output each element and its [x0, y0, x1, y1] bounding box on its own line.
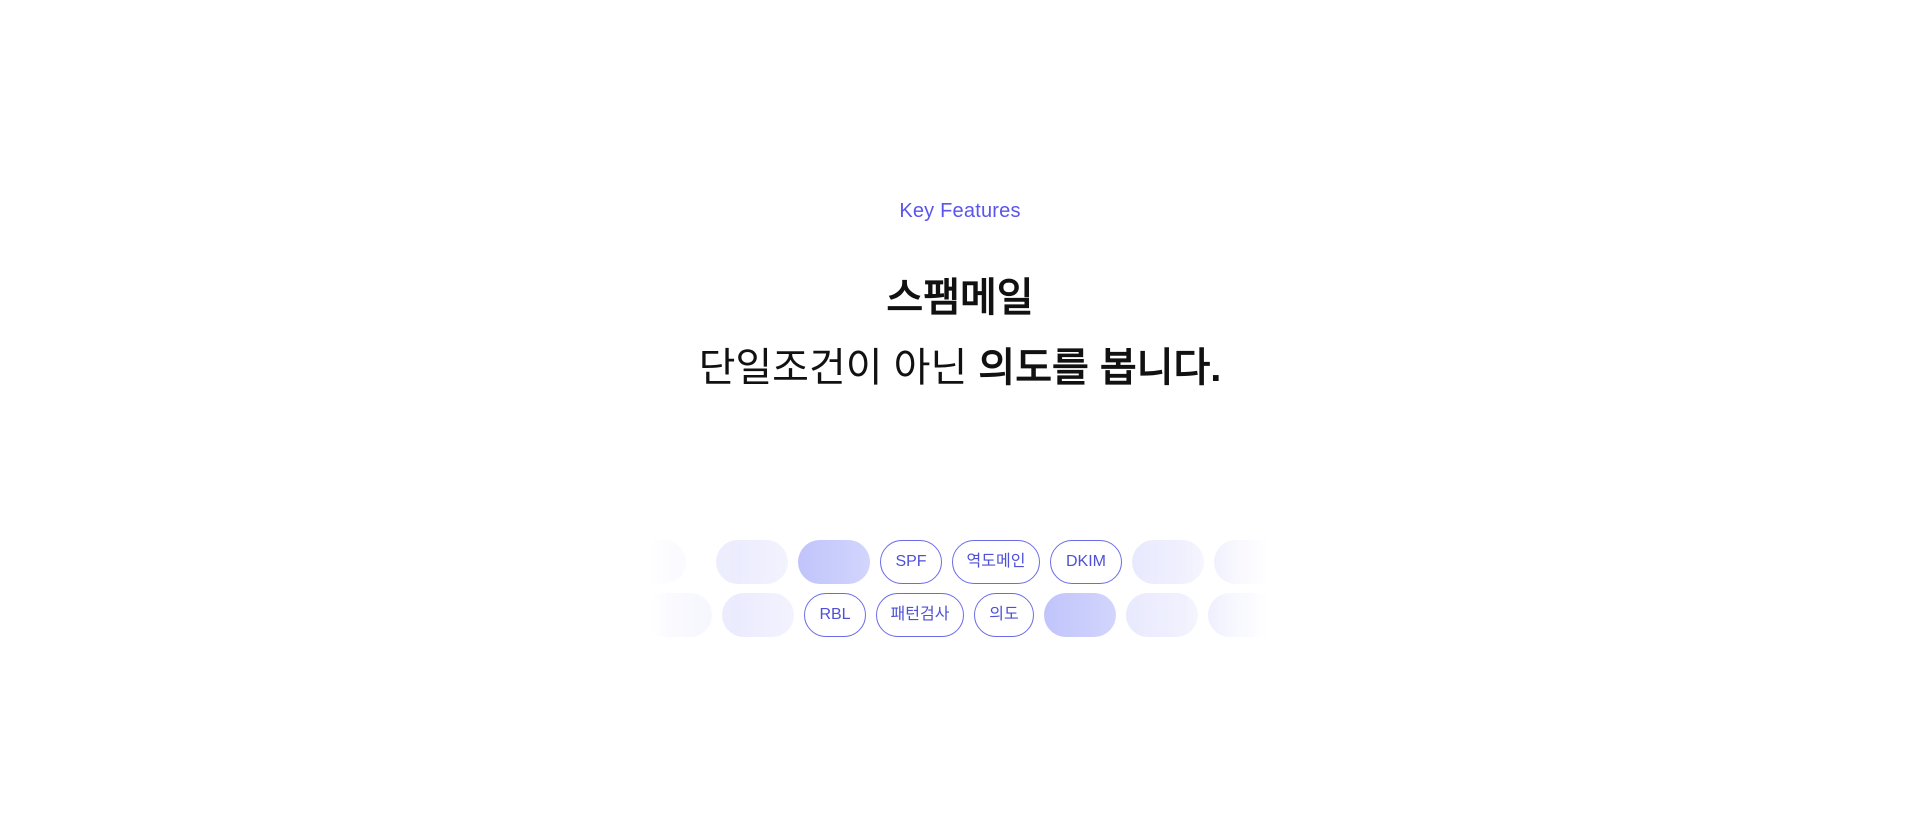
decorative-pill: [716, 540, 788, 584]
decorative-pill: [1132, 540, 1204, 584]
decorative-pill: [1044, 593, 1116, 637]
tag-row-2: RBL 패턴검사 의도: [650, 593, 1270, 637]
tag-spf: SPF: [880, 540, 942, 584]
tag-dkim: DKIM: [1050, 540, 1122, 584]
tag-pattern-check: 패턴검사: [876, 593, 964, 637]
subtitle-bold-text: 의도를 봅니다.: [978, 346, 1222, 390]
decorative-pill: [722, 593, 794, 637]
decorative-pill: [1126, 593, 1198, 637]
key-features-eyebrow: Key Features: [899, 200, 1021, 222]
tag-reverse-domain: 역도메인: [952, 540, 1040, 584]
decorative-pill: [798, 540, 870, 584]
decorative-pill: [650, 540, 686, 584]
tag-row-1: SPF 역도메인 DKIM: [650, 540, 1270, 584]
decorative-pill: [650, 593, 712, 637]
section-subtitle: 단일조건이 아닌 의도를 봅니다.: [0, 340, 1920, 396]
tag-rbl: RBL: [804, 593, 866, 637]
decorative-pill: [1214, 540, 1270, 584]
subtitle-plain-text: 단일조건이 아닌: [698, 346, 979, 390]
decorative-pill: [1208, 593, 1270, 637]
tag-band: SPF 역도메인 DKIM RBL 패턴검사 의도: [650, 540, 1270, 640]
tag-intent: 의도: [974, 593, 1034, 637]
section-title: 스팸메일: [886, 276, 1034, 320]
